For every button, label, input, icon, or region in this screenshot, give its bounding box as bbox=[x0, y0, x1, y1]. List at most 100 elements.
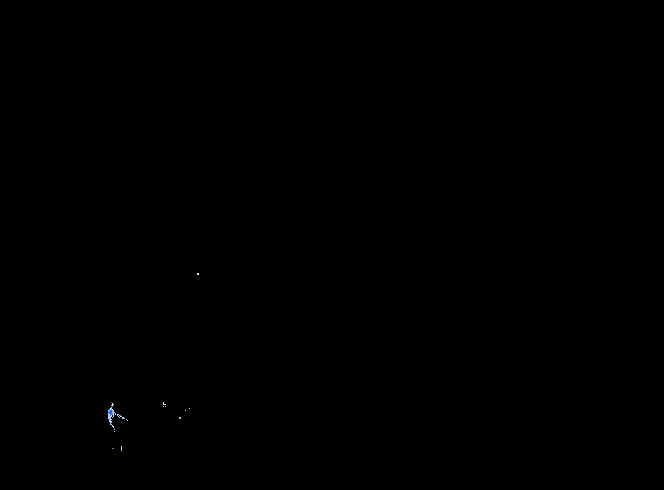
sprite-pixel bbox=[112, 406, 113, 407]
sprite-pixel bbox=[109, 413, 110, 414]
sprite-pixel bbox=[108, 411, 109, 412]
debris-speck bbox=[163, 402, 164, 405]
sprite-pixel bbox=[113, 415, 114, 416]
star-dot bbox=[197, 273, 199, 275]
debris-speck bbox=[121, 447, 122, 451]
sprite-pixel bbox=[109, 416, 110, 417]
sprite-pixel bbox=[123, 418, 124, 419]
sprite-pixel bbox=[114, 412, 115, 413]
sprite-pixel bbox=[109, 417, 110, 418]
sprite-pixel bbox=[108, 418, 109, 419]
debris-speck bbox=[179, 417, 181, 419]
sprite-pixel bbox=[112, 404, 113, 405]
sprite-pixel bbox=[108, 414, 109, 415]
sprite-pixel bbox=[112, 412, 113, 413]
sprite-pixel bbox=[111, 413, 112, 414]
sprite-pixel bbox=[112, 414, 113, 415]
sprite-pixel bbox=[110, 421, 111, 422]
sprite-pixel bbox=[112, 426, 113, 427]
sprite-pixel bbox=[111, 415, 112, 416]
sprite-pixel bbox=[117, 415, 118, 416]
sprite-pixel bbox=[112, 425, 113, 426]
debris-speck bbox=[185, 410, 186, 411]
sprite-pixel bbox=[122, 417, 123, 418]
sprite-pixel bbox=[110, 408, 111, 409]
sprite-pixel bbox=[109, 421, 110, 422]
sprite-pixel bbox=[112, 410, 113, 411]
sprite-pixel bbox=[109, 409, 110, 410]
sprite-pixel bbox=[109, 420, 110, 421]
sprite-pixel bbox=[113, 410, 114, 411]
sprite-pixel bbox=[110, 414, 111, 415]
sprite-pixel bbox=[111, 411, 112, 412]
sprite-pixel bbox=[119, 417, 120, 418]
sprite-pixel bbox=[109, 411, 110, 412]
debris-speck bbox=[164, 404, 166, 405]
sprite-pixel bbox=[110, 412, 111, 413]
sprite-pixel bbox=[109, 412, 110, 413]
sprite-pixel bbox=[111, 422, 112, 423]
sprite-pixel bbox=[112, 409, 113, 410]
sprite-pixel bbox=[109, 410, 110, 411]
sprite-pixel bbox=[110, 415, 111, 416]
sprite-pixel bbox=[113, 414, 114, 415]
sprite-pixel bbox=[110, 411, 111, 412]
sprite-pixel bbox=[112, 405, 113, 406]
sprite-pixel bbox=[123, 417, 124, 418]
sprite-pixel bbox=[109, 415, 110, 416]
sprite-pixel bbox=[109, 418, 110, 419]
sprite-pixel bbox=[127, 420, 128, 421]
sprite-pixel bbox=[111, 407, 112, 408]
sprite-pixel bbox=[111, 408, 112, 409]
sprite-pixel bbox=[111, 421, 112, 422]
sprite-pixel bbox=[112, 411, 113, 412]
sprite-pixel bbox=[118, 416, 119, 417]
sprite-pixel bbox=[112, 417, 113, 418]
sprite-pixel bbox=[114, 431, 115, 432]
sprite-pixel bbox=[111, 424, 112, 425]
sprite-pixel bbox=[110, 409, 111, 410]
sprite-pixel bbox=[112, 403, 113, 404]
sprite-pixel bbox=[117, 414, 118, 415]
sprite-pixel bbox=[113, 426, 114, 427]
debris-speck bbox=[189, 408, 190, 409]
sprite-pixel bbox=[108, 412, 109, 413]
sprite-pixel bbox=[115, 413, 116, 414]
sprite-pixel bbox=[113, 412, 114, 413]
sprite-pixel bbox=[110, 423, 111, 424]
sprite-pixel bbox=[110, 418, 111, 419]
debris-speck bbox=[121, 446, 122, 447]
sprite-pixel bbox=[122, 418, 123, 419]
sprite-pixel bbox=[109, 419, 110, 420]
sprite-pixel bbox=[114, 429, 115, 430]
sprite-pixel bbox=[111, 412, 112, 413]
sprite-pixel bbox=[111, 414, 112, 415]
sprite-pixel bbox=[121, 416, 122, 417]
sprite-pixel bbox=[113, 427, 114, 428]
sprite-pixel bbox=[111, 419, 112, 420]
sprite-pixel bbox=[108, 417, 109, 418]
debris-speck bbox=[112, 448, 114, 449]
sprite-pixel bbox=[108, 410, 109, 411]
sprite-pixel bbox=[108, 413, 109, 414]
sprite-pixel bbox=[115, 414, 116, 415]
sprite-pixel bbox=[110, 413, 111, 414]
sprite-pixel bbox=[109, 414, 110, 415]
sprite-pixel bbox=[108, 416, 109, 417]
sprite-pixel bbox=[112, 413, 113, 414]
sprite-pixel bbox=[110, 410, 111, 411]
sprite-pixel bbox=[119, 415, 120, 416]
debris-speck bbox=[163, 406, 164, 407]
sprite-pixel bbox=[110, 422, 111, 423]
sprite-pixel bbox=[113, 413, 114, 414]
sprite-pixel bbox=[111, 416, 112, 417]
sprite-pixel bbox=[111, 405, 112, 406]
sprite-pixel bbox=[111, 409, 112, 410]
sprite-pixel bbox=[118, 414, 119, 415]
sprite-pixel bbox=[110, 416, 111, 417]
sprite-pixel bbox=[110, 417, 111, 418]
sprite-pixel bbox=[110, 424, 111, 425]
